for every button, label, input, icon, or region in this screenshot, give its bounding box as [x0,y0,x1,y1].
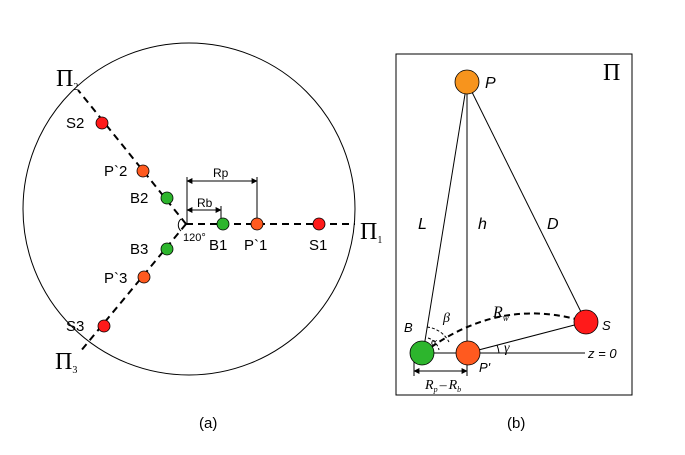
caption-b: (b) [507,415,525,432]
label-alpha: α [431,336,437,348]
label-beta: β [442,311,450,326]
point-p3 [137,270,151,284]
label-p-prime: P' [479,360,491,375]
plane-label-pi2: Π2 [56,66,78,93]
label-rp-minus-rb: Rp–Rb [424,378,461,394]
gamma-arc [496,344,500,354]
plane-label-pi3: Π3 [55,349,77,376]
label-z0: z = 0 [587,346,617,361]
point-s [573,309,599,335]
plane-label-pi: Π [603,60,620,86]
label-h: h [478,216,487,233]
point-p [454,69,480,95]
point-s2 [95,116,109,130]
panel-b: Π P L h D S B β α γ Rw z = 0 P' Rp–Rb [395,53,633,432]
plane-frame [395,53,633,396]
point-s1 [312,217,326,231]
point-p-prime [455,340,481,366]
label-s3: S3 [66,318,84,335]
label-d: D [547,216,559,233]
boundary-circle [22,42,356,376]
caption-a: (a) [199,415,217,432]
label-b1: B1 [209,237,227,254]
point-s3 [97,319,111,333]
point-p2 [136,164,150,178]
label-s: S [602,318,611,333]
alpha-arc [427,337,440,351]
label-s1: S1 [309,237,327,254]
label-gamma: γ [504,341,510,356]
point-b3 [160,242,174,256]
point-p1 [250,217,264,231]
line-ps [466,321,587,354]
label-rw: Rw [492,304,509,323]
rw-dashed-arc [422,312,588,354]
label-p3: P`3 [104,270,127,287]
label-b3: B3 [130,241,148,258]
point-b2 [160,191,174,205]
rp-label: Rp [213,166,229,180]
line-l [422,81,468,354]
label-p: P [485,75,496,92]
point-b1 [216,217,230,231]
rb-label: Rb [197,196,213,210]
angle-arc [177,218,182,232]
label-p2: P`2 [104,163,127,180]
label-b2: B2 [130,190,148,207]
point-b [409,340,435,366]
panel-a: Rp Rb 120° S1 P`1 B1 B2 P`2 S2 B3 P`3 S3… [22,42,382,432]
line-d [466,81,587,323]
label-l: L [418,216,427,233]
label-p1: P`1 [244,237,267,254]
plane-label-pi1: Π1 [360,219,382,246]
label-b: B [404,320,413,335]
angle-label: 120° [183,232,206,244]
beta-arc [426,326,450,343]
label-s2: S2 [66,115,84,132]
